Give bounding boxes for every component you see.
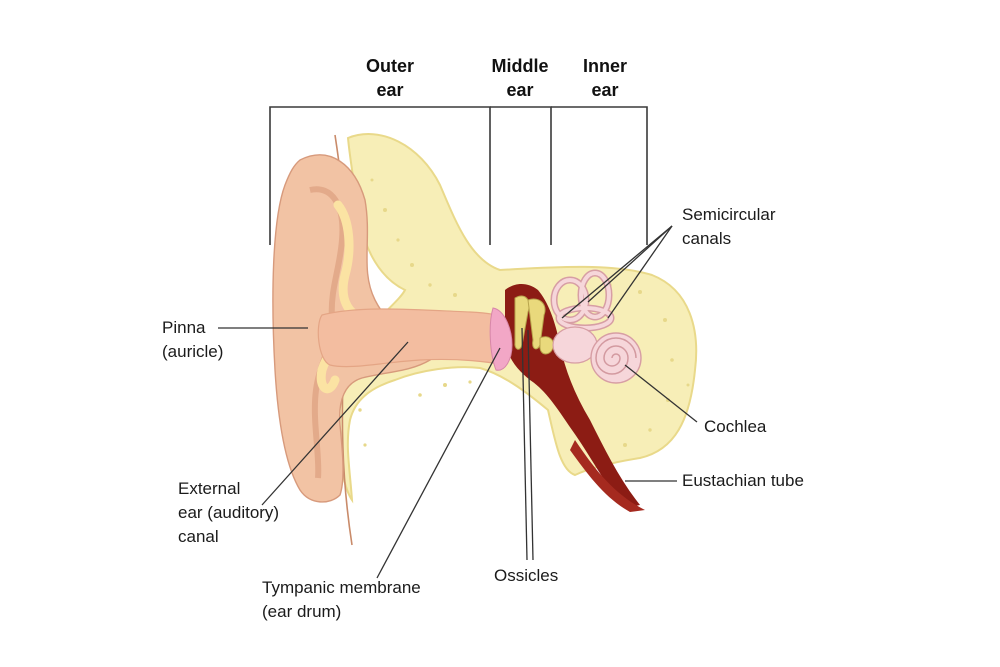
eardrum-shape (489, 307, 513, 371)
semicircular-canals-label: Semicircular canals (682, 205, 776, 248)
section-brackets (269, 106, 648, 245)
middle-ear-bracket (490, 106, 552, 245)
leader-ossicles-1 (521, 327, 528, 561)
semicircular-canals-fill (552, 271, 613, 330)
inner-ear-heading: Inner ear (582, 56, 627, 100)
bone-texture (358, 178, 690, 452)
middle-ear-heading: Middle ear (491, 56, 549, 100)
cochlea-label: Cochlea (704, 417, 767, 436)
ossicles-label: Ossicles (494, 566, 559, 585)
leader-semicircular-3 (607, 225, 673, 319)
leader-cochlea (624, 364, 698, 423)
ossicles-group (514, 295, 555, 355)
leader-canal (261, 341, 409, 506)
leader-lines (218, 225, 698, 579)
external-ear-canal-label: External ear (auditory) canal (178, 479, 280, 546)
leader-semicircular-2 (587, 225, 673, 303)
ear-canal (317, 308, 506, 368)
tympanic-membrane-label: Tympanic membrane (ear drum) (262, 578, 421, 621)
leader-tympanic (376, 347, 501, 579)
cochlea-shape (590, 332, 642, 384)
leader-semicircular-1 (561, 225, 673, 319)
pinna-label: Pinna (auricle) (162, 318, 224, 361)
leader-ossicles-2 (527, 329, 534, 561)
inner-ear-bracket (551, 106, 648, 245)
stapes (539, 336, 555, 355)
eustachian-tube-label: Eustachian tube (682, 471, 804, 490)
outer-ear-heading: Outer ear (365, 56, 414, 100)
outer-ear-bracket (269, 106, 491, 245)
eustachian-tube-shape (570, 440, 645, 512)
